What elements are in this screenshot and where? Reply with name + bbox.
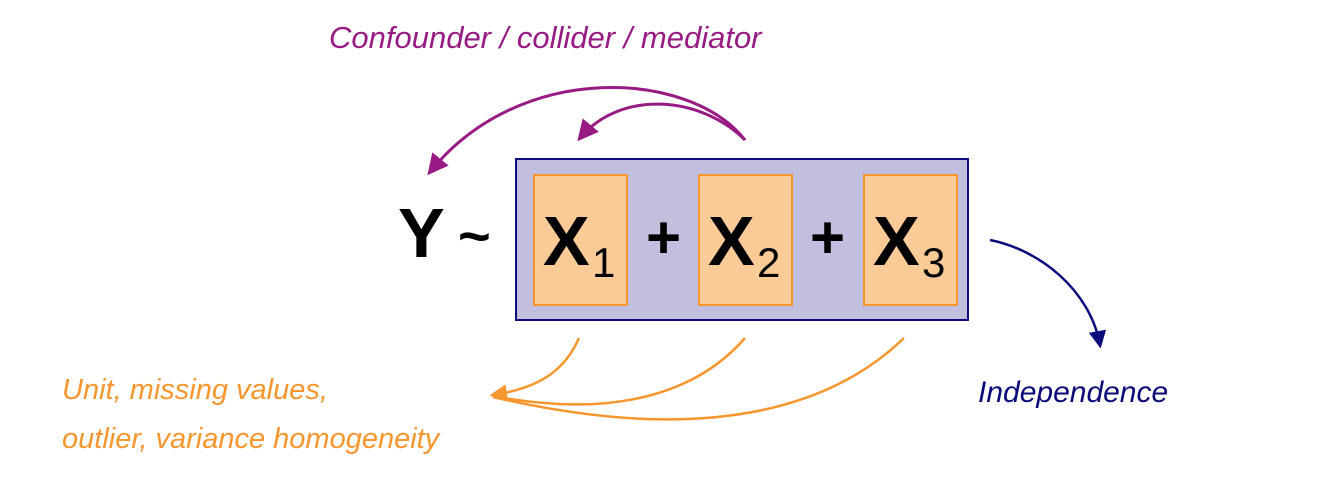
predictor-x2-subscript: 2: [757, 239, 781, 286]
plus-operator-1: +: [646, 204, 682, 271]
variable-checks-label-line2: outlier, variance homogeneity: [62, 423, 440, 455]
predictor-x3-box: X 3: [863, 174, 958, 306]
confounder-arrow-to-x1: [577, 102, 747, 142]
checks-arrow-x1: [489, 337, 581, 402]
predictor-x3-symbol: X: [873, 202, 920, 280]
plus-operator-2: +: [810, 204, 846, 271]
variable-checks-label-line1: Unit, missing values,: [62, 374, 328, 406]
predictor-x1-symbol: X: [543, 202, 590, 280]
predictor-x2-box: X 2: [698, 174, 793, 306]
response-variable-y: Y: [398, 194, 445, 272]
predictor-x3-subscript: 3: [922, 239, 946, 286]
checks-arrow-x3: [492, 337, 905, 421]
confounder-arrow-to-y: [427, 86, 747, 176]
predictor-x1-box: X 1: [533, 174, 628, 306]
tilde-operator: ~: [458, 204, 491, 267]
predictor-x2-symbol: X: [708, 202, 755, 280]
predictor-x1-subscript: 1: [592, 239, 616, 286]
checks-arrow-x2: [492, 337, 746, 406]
independence-label: Independence: [978, 376, 1169, 409]
confounder-collider-mediator-label: Confounder / collider / mediator: [329, 20, 762, 55]
independence-arrow: [989, 238, 1107, 349]
